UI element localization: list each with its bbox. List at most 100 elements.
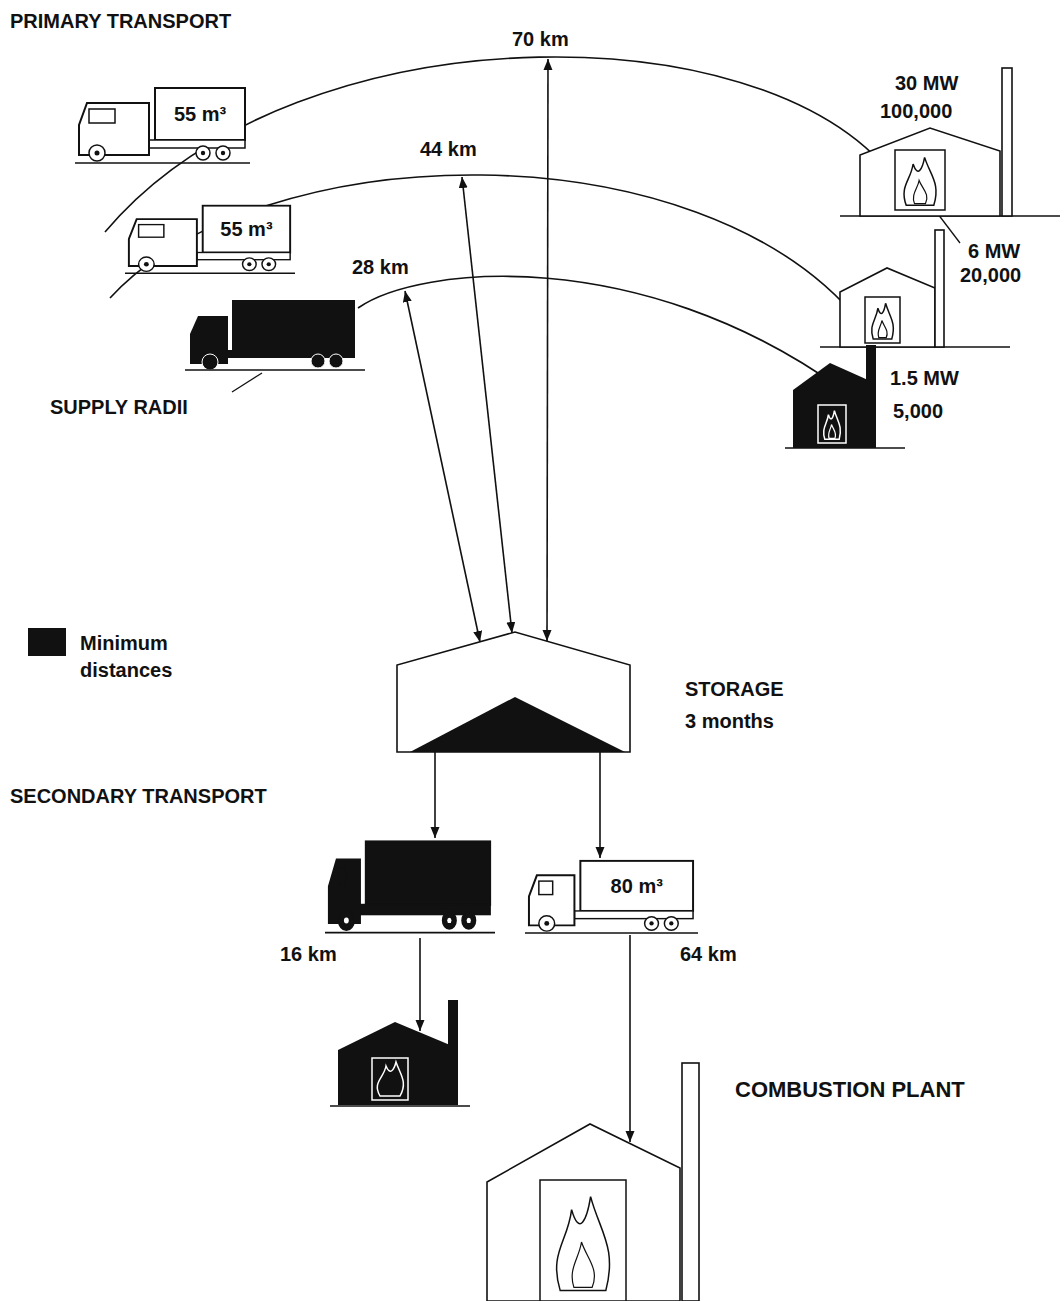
flame bbox=[872, 303, 894, 339]
callout-label: SUPPLY RADII bbox=[50, 396, 188, 418]
cargo-volume: 55 m³ bbox=[220, 218, 272, 240]
wheel-hub bbox=[201, 151, 205, 155]
cargo-volume: 55 m³ bbox=[174, 103, 226, 125]
plant-label: 64 km bbox=[680, 943, 737, 965]
distance-label: 28 km bbox=[352, 256, 409, 278]
delivery-truck: 16 km bbox=[325, 838, 495, 935]
ground-line bbox=[525, 932, 698, 933]
distance-arrow bbox=[462, 177, 512, 633]
truck-cab bbox=[79, 103, 149, 155]
section-heading: PRIMARY TRANSPORT bbox=[10, 10, 231, 32]
leader-line bbox=[232, 373, 262, 392]
fire-box bbox=[818, 405, 846, 443]
cargo-box bbox=[203, 206, 290, 253]
cab-window bbox=[339, 867, 347, 884]
wheel-hub bbox=[447, 918, 451, 923]
plant-label: 1.5 MW bbox=[890, 367, 959, 389]
truck-wheel bbox=[443, 912, 457, 929]
legend-text: Minimum distances bbox=[80, 630, 215, 684]
plant-outline bbox=[485, 1120, 680, 1301]
wheel-hub bbox=[95, 151, 100, 156]
plant-building: 30 MW100,000 bbox=[855, 123, 1015, 216]
cab-window bbox=[139, 225, 164, 238]
distance-label: 70 km bbox=[512, 28, 569, 50]
storage-house bbox=[397, 632, 630, 752]
truck-wheel bbox=[339, 911, 355, 930]
truck-wheel bbox=[89, 145, 105, 161]
wheel-hub bbox=[467, 918, 471, 923]
flame bbox=[557, 1197, 610, 1291]
chimney bbox=[935, 230, 944, 347]
plant-outline bbox=[855, 123, 1015, 216]
cab-window bbox=[539, 881, 553, 894]
truck-chassis bbox=[149, 140, 245, 148]
plant-label: 3 months bbox=[685, 710, 774, 732]
transport-truck: 55 m³ bbox=[75, 85, 250, 165]
ground-line bbox=[185, 369, 365, 371]
plant-outline bbox=[835, 262, 975, 347]
supply-arc bbox=[358, 276, 840, 388]
truck-wheel bbox=[202, 354, 218, 370]
truck-symbol bbox=[75, 85, 250, 165]
plant-label: COMBUSTION PLANT bbox=[735, 1078, 965, 1102]
plant-house bbox=[793, 363, 868, 448]
wheel-hub bbox=[669, 921, 673, 925]
plant-house bbox=[840, 268, 935, 347]
plant-label: 6 MW bbox=[968, 240, 1020, 262]
wheel-hub bbox=[544, 921, 549, 926]
plant-label: 20,000 bbox=[960, 264, 1021, 286]
cargo-volume: 80 m³ bbox=[611, 875, 663, 897]
flame bbox=[904, 157, 936, 205]
truck-wheel bbox=[196, 146, 210, 160]
flame bbox=[913, 181, 926, 204]
truck-cargo bbox=[232, 300, 355, 350]
truck-wheel bbox=[462, 912, 476, 929]
truck-cab bbox=[129, 219, 197, 266]
cargo-box bbox=[366, 842, 490, 905]
ground-line bbox=[325, 932, 495, 934]
storage-building: STORAGE3 months bbox=[395, 630, 632, 752]
flow-arrow bbox=[434, 752, 436, 838]
truck-wheel bbox=[645, 917, 659, 930]
chimney bbox=[682, 1063, 699, 1301]
truck-wheel bbox=[311, 354, 325, 368]
wheel-hub bbox=[344, 917, 349, 923]
ground-line bbox=[75, 162, 250, 164]
delivery-arrow bbox=[419, 938, 421, 1031]
wheel-hub bbox=[247, 262, 251, 266]
truck-wheel bbox=[664, 917, 678, 930]
plant-building: 6 MW20,000 bbox=[835, 262, 975, 347]
legend-swatch bbox=[28, 628, 66, 656]
plant-building: 1.5 MW5,000 bbox=[790, 345, 880, 448]
ground-line bbox=[330, 1105, 470, 1107]
distance-arrow bbox=[405, 291, 480, 642]
cargo-box bbox=[580, 861, 693, 911]
wheel-hub bbox=[267, 262, 271, 266]
plant-house bbox=[487, 1124, 680, 1301]
cargo-box bbox=[155, 88, 245, 140]
wheel-hub bbox=[144, 262, 149, 267]
plant-label: 30 MW bbox=[895, 72, 958, 94]
wheel-hub bbox=[221, 151, 225, 155]
flame bbox=[878, 321, 887, 338]
section-heading: SECONDARY TRANSPORT bbox=[10, 785, 267, 807]
flame bbox=[824, 411, 841, 440]
fire-box bbox=[865, 297, 900, 343]
plant-label: 16 km bbox=[280, 943, 337, 965]
fire-box bbox=[895, 150, 945, 210]
small-plant bbox=[338, 1022, 450, 1105]
flame bbox=[377, 1062, 403, 1096]
fire-box bbox=[540, 1180, 626, 1301]
plant-label: 100,000 bbox=[880, 100, 952, 122]
fuel-pile bbox=[410, 697, 625, 752]
ground-line bbox=[125, 273, 295, 274]
truck-wheel bbox=[329, 354, 343, 368]
wheel-hub bbox=[649, 921, 653, 925]
plant-house bbox=[860, 128, 1000, 216]
chimney bbox=[448, 1000, 458, 1105]
plant-label: 5,000 bbox=[893, 400, 943, 422]
distance-arrow bbox=[547, 59, 548, 641]
distance-label: 44 km bbox=[420, 138, 477, 160]
flame bbox=[829, 425, 836, 439]
supply-arc bbox=[110, 175, 860, 322]
